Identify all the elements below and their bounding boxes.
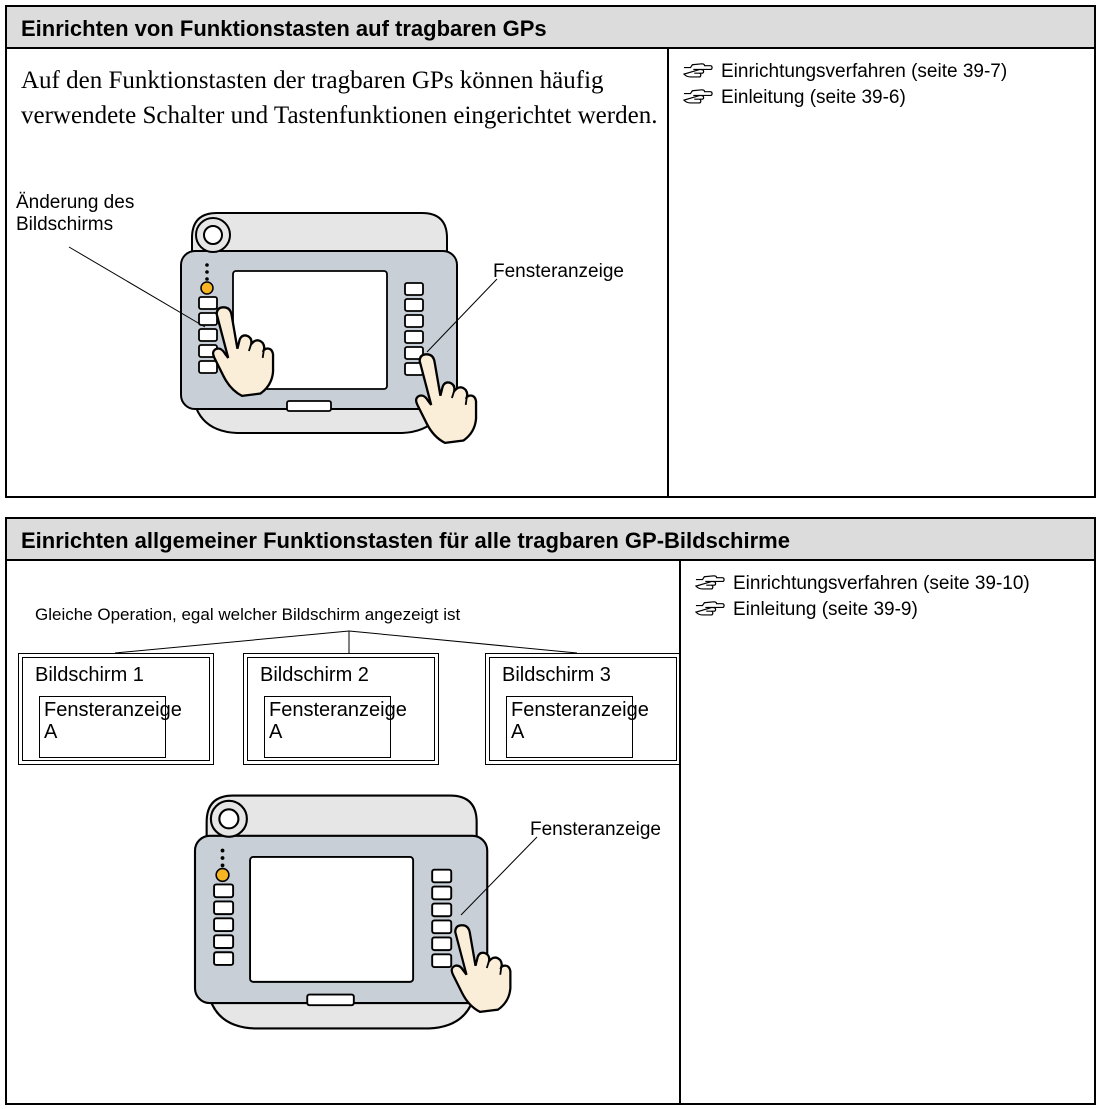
window-box: Fensteranzeige A bbox=[264, 696, 407, 758]
window-label: Fensteranzeige bbox=[269, 699, 407, 721]
screen-box-2: Bildschirm 2 Fensteranzeige A bbox=[243, 653, 439, 765]
hand-pointer-icon bbox=[695, 571, 725, 590]
window-sub-label: A bbox=[511, 721, 525, 743]
column-divider bbox=[679, 561, 681, 1103]
screen-box-1: Bildschirm 1 Fensteranzeige A bbox=[18, 653, 214, 765]
section-title: Einrichten allgemeiner Funktionstasten f… bbox=[7, 519, 1094, 561]
hand-pointer-icon bbox=[695, 597, 725, 616]
label-window-display: Fensteranzeige bbox=[530, 819, 661, 840]
column-divider bbox=[667, 49, 669, 496]
ref-link-introduction[interactable]: Einleitung (seite 39-9) bbox=[681, 597, 1094, 623]
ref-link-procedure[interactable]: Einrichtungsverfahren (seite 39-10) bbox=[681, 571, 1094, 597]
section-functionkeys: Einrichten von Funktionstasten auf tragb… bbox=[5, 5, 1096, 498]
reference-list: Einrichtungsverfahren (seite 39-7) Einle… bbox=[669, 59, 1094, 111]
window-box: Fensteranzeige A bbox=[39, 696, 182, 758]
callout-line bbox=[68, 246, 498, 353]
window-sub-label: A bbox=[44, 721, 58, 743]
ref-text: Einrichtungsverfahren (seite 39-10) bbox=[733, 573, 1030, 594]
screen-box-3: Bildschirm 3 Fensteranzeige A bbox=[485, 653, 681, 765]
ref-text: Einrichtungsverfahren (seite 39-7) bbox=[721, 61, 1008, 82]
handheld-device-illustration bbox=[193, 794, 489, 1030]
connector-lines bbox=[114, 630, 578, 654]
window-sub-label: A bbox=[269, 721, 283, 743]
window-box: Fensteranzeige A bbox=[506, 696, 649, 758]
window-label: Fensteranzeige bbox=[511, 699, 649, 721]
ref-link-procedure[interactable]: Einrichtungsverfahren (seite 39-7) bbox=[669, 59, 1094, 85]
ref-link-introduction[interactable]: Einleitung (seite 39-6) bbox=[669, 85, 1094, 111]
window-label: Fensteranzeige bbox=[44, 699, 182, 721]
section-title: Einrichten von Funktionstasten auf tragb… bbox=[7, 7, 1094, 49]
reference-list: Einrichtungsverfahren (seite 39-10) Einl… bbox=[681, 571, 1094, 623]
ref-text: Einleitung (seite 39-6) bbox=[721, 87, 906, 108]
description-text: Auf den Funktionstasten der tragbaren GP… bbox=[21, 67, 658, 129]
section-common-functionkeys: Einrichten allgemeiner Funktionstasten f… bbox=[5, 517, 1096, 1105]
ref-text: Einleitung (seite 39-9) bbox=[733, 599, 918, 620]
caption-same-operation: Gleiche Operation, egal welcher Bildschi… bbox=[35, 605, 461, 624]
label-window-display: Fensteranzeige bbox=[493, 261, 624, 282]
label-screen-change: Änderung des Bildschirms bbox=[16, 192, 135, 235]
callout-line bbox=[460, 836, 538, 916]
